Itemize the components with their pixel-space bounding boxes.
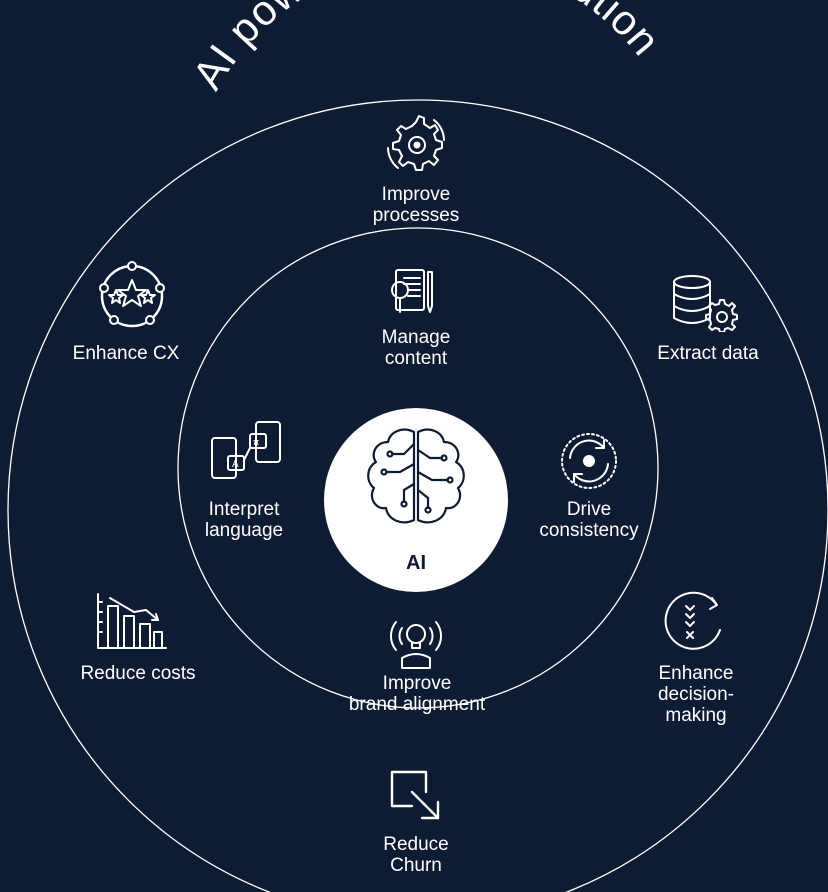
reduce-churn-line1: Reduce (383, 834, 449, 855)
manage-content-line1: Manage (381, 327, 451, 348)
brain-circuit-icon (360, 424, 472, 536)
manage-content-line2: content (384, 348, 448, 369)
item-reduce-costs: Reduce costs (70, 663, 206, 684)
item-manage-content: Manage content (352, 327, 480, 369)
enhance-decision-making-line2: decision- (657, 684, 735, 705)
center-ai-label: AI (406, 552, 426, 574)
inner-ring (177, 227, 659, 709)
phones-translate-icon: A π (208, 420, 284, 480)
center-circle (324, 408, 508, 592)
drive-consistency-line2: consistency (539, 520, 639, 541)
item-enhance-cx: Enhance CX (64, 343, 188, 364)
extract-data-line1: Extract data (657, 343, 759, 364)
drive-consistency-line1: Drive (566, 499, 612, 520)
stars-circle-icon (96, 260, 168, 332)
item-drive-consistency: Drive consistency (528, 499, 650, 541)
improve-processes-line1: Improve (381, 184, 451, 205)
item-improve-brand-alignment: Improve brand alignment (330, 673, 504, 715)
decision-checklist-icon (660, 590, 730, 654)
item-reduce-churn: Reduce Churn (358, 834, 474, 876)
outer-ring (7, 99, 828, 892)
item-enhance-decision-making: Enhance decision- making (634, 663, 758, 726)
item-interpret-language: Interpret language (184, 499, 304, 541)
lightbulb-person-icon (388, 612, 444, 670)
refresh-target-icon (558, 430, 620, 492)
item-extract-data: Extract data (646, 343, 770, 364)
diagram-title: AI powered CCM Solution (183, 0, 669, 97)
improve-processes-line2: processes (372, 205, 460, 226)
reduce-churn-line2: Churn (390, 855, 442, 876)
declining-bar-chart-icon (94, 592, 170, 652)
interpret-language-line2: language (204, 520, 284, 541)
document-magnifier-icon (386, 266, 438, 322)
reduce-costs-line1: Reduce costs (80, 663, 196, 684)
enhance-cx-line1: Enhance CX (72, 343, 180, 364)
svg-text:π: π (253, 437, 259, 447)
svg-text:A: A (232, 459, 239, 470)
improve-brand-alignment-line2: brand alignment (348, 694, 486, 715)
exit-arrow-box-icon (386, 766, 446, 826)
gear-cycle-icon (382, 112, 450, 176)
item-improve-processes: Improve processes (358, 184, 474, 226)
enhance-decision-making-line3: making (665, 705, 727, 726)
improve-brand-alignment-line1: Improve (382, 673, 452, 694)
database-gear-icon (670, 272, 738, 332)
interpret-language-line1: Interpret (208, 499, 280, 520)
enhance-decision-making-line1: Enhance (658, 663, 734, 684)
